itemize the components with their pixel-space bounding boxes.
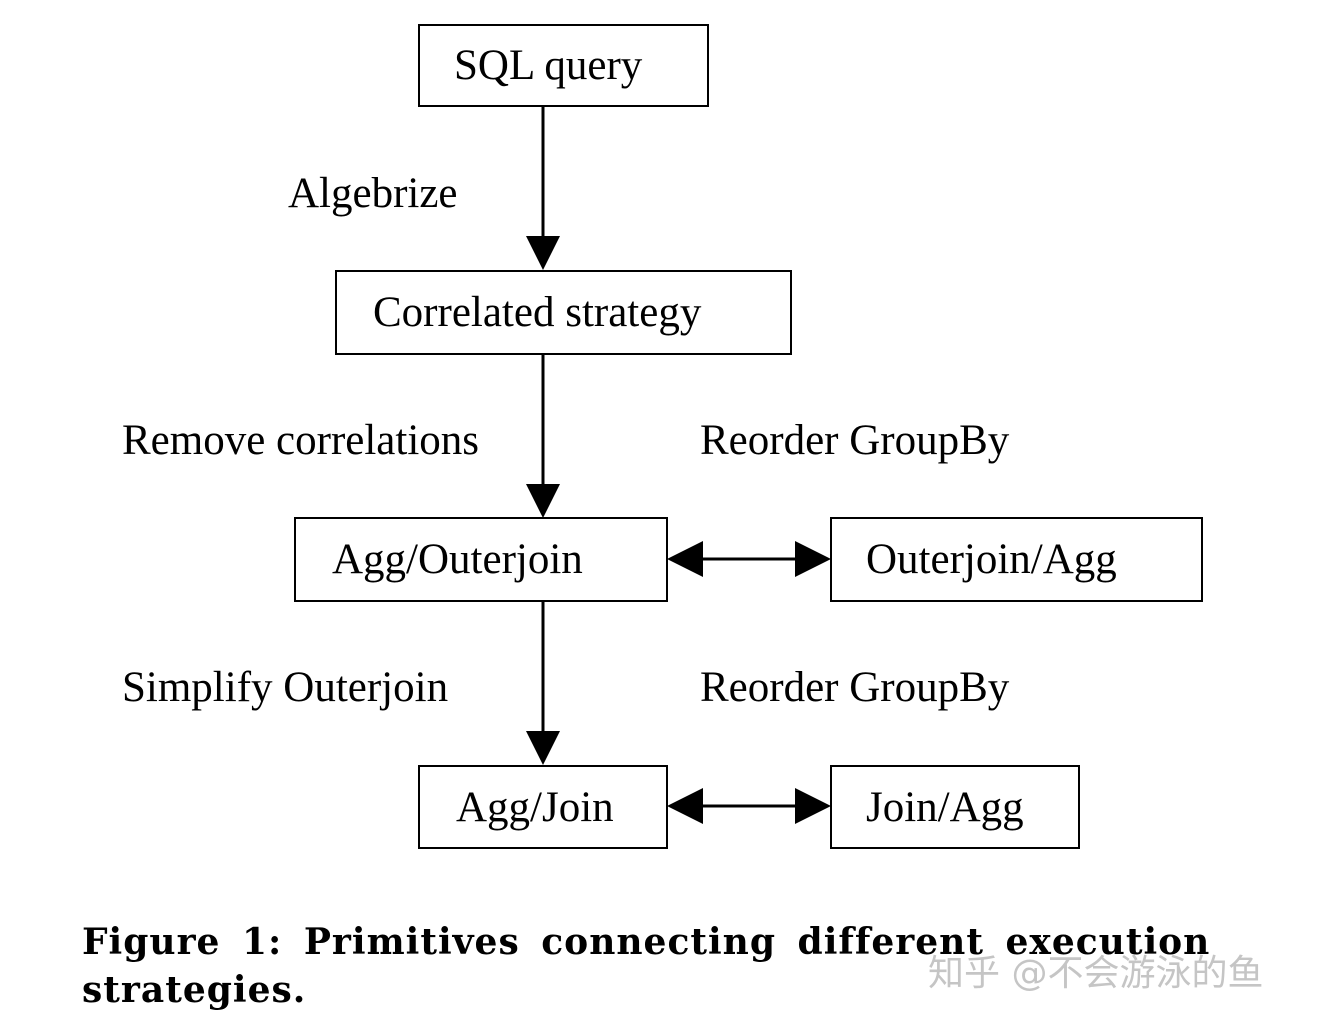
edge-label-algebrize: Algebrize — [288, 170, 458, 217]
node-correlated-strategy: Correlated strategy — [335, 270, 792, 355]
node-join-agg: Join/Agg — [830, 765, 1080, 849]
arrow-reorder-groupby-lower — [667, 788, 831, 824]
edge-label-reorder-groupby-upper: Reorder GroupBy — [700, 417, 1010, 464]
node-agg-outerjoin: Agg/Outerjoin — [294, 517, 668, 602]
node-agg-join: Agg/Join — [418, 765, 668, 849]
node-agg-outerjoin-label: Agg/Outerjoin — [332, 536, 583, 583]
node-sql-query: SQL query — [418, 24, 709, 107]
arrow-simplify-outerjoin — [526, 601, 560, 765]
figure-caption: Figure 1: Primitives connecting differen… — [82, 921, 1211, 1011]
node-sql-query-label: SQL query — [454, 42, 643, 89]
node-correlated-strategy-label: Correlated strategy — [373, 289, 702, 336]
arrow-reorder-groupby-upper — [667, 541, 831, 577]
arrow-remove-correlations — [526, 354, 560, 518]
watermark: 知乎 @不会游泳的鱼 — [928, 953, 1264, 994]
arrow-algebrize — [526, 106, 560, 270]
node-outerjoin-agg-label: Outerjoin/Agg — [866, 536, 1117, 583]
edge-label-simplify-outerjoin: Simplify Outerjoin — [122, 664, 449, 711]
edge-label-remove-correlations: Remove correlations — [122, 417, 480, 464]
node-outerjoin-agg: Outerjoin/Agg — [830, 517, 1203, 602]
node-join-agg-label: Join/Agg — [866, 783, 1024, 831]
node-agg-join-label: Agg/Join — [456, 783, 614, 831]
edge-label-reorder-groupby-lower: Reorder GroupBy — [700, 664, 1010, 711]
